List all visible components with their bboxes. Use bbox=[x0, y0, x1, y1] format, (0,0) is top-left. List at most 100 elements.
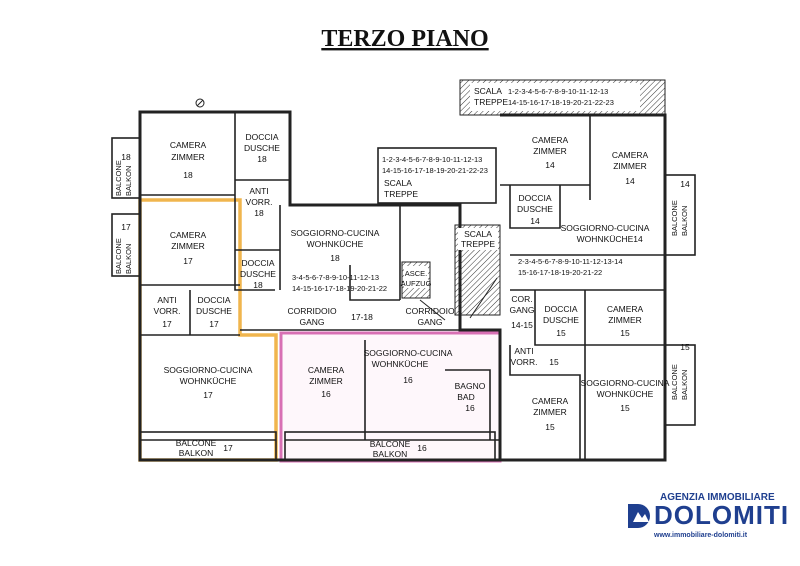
agency-name: AGENZIA IMMOBILIARE bbox=[660, 492, 775, 503]
balcony-15 bbox=[664, 344, 696, 426]
balcony-17-bottom bbox=[139, 431, 277, 461]
svg-text:18: 18 bbox=[183, 170, 193, 180]
mid-stair bbox=[377, 147, 497, 204]
svg-text:18: 18 bbox=[330, 253, 340, 263]
svg-text:CAMERA: CAMERA bbox=[612, 150, 649, 160]
svg-text:CAMERA: CAMERA bbox=[308, 365, 345, 375]
svg-text:14-15-16-17-18-19-20-21-22: 14-15-16-17-18-19-20-21-22 bbox=[292, 284, 387, 293]
svg-text:1-2-3-4-5-6-7-8-9-10-11-12-13: 1-2-3-4-5-6-7-8-9-10-11-12-13 bbox=[382, 155, 482, 164]
room-camera-18: CAMERA ZIMMER 18 bbox=[170, 140, 207, 180]
room-balcone-14: 14 BALCONE BALKON bbox=[670, 179, 690, 236]
room-antivorr-15: ANTI VORR. 15 bbox=[511, 346, 559, 367]
svg-text:TREPPE: TREPPE bbox=[384, 189, 418, 199]
svg-text:18: 18 bbox=[254, 208, 264, 218]
svg-text:14-15-16-17-18-19-20-21-22-23: 14-15-16-17-18-19-20-21-22-23 bbox=[508, 98, 614, 107]
svg-text:GANG: GANG bbox=[509, 305, 534, 315]
svg-text:DUSCHE: DUSCHE bbox=[240, 269, 276, 279]
svg-text:GANG: GANG bbox=[299, 317, 324, 327]
agency-logo: AGENZIA IMMOBILIARE DOLOMITI www.immobil… bbox=[624, 490, 788, 550]
svg-text:2-3-4-5-6-7-8-9-10-11-12-13-14: 2-3-4-5-6-7-8-9-10-11-12-13-14 bbox=[518, 257, 623, 266]
compass-marker bbox=[195, 98, 205, 108]
room-camera-14a: CAMERA ZIMMER 14 bbox=[532, 135, 569, 170]
svg-text:DUSCHE: DUSCHE bbox=[543, 315, 579, 325]
svg-text:17: 17 bbox=[121, 222, 131, 232]
svg-text:BALKON: BALKON bbox=[680, 206, 689, 236]
svg-text:VORR.: VORR. bbox=[511, 357, 538, 367]
svg-text:DUSCHE: DUSCHE bbox=[517, 204, 553, 214]
svg-text:WOHNKÜCHE: WOHNKÜCHE bbox=[597, 389, 654, 399]
svg-text:BALKON: BALKON bbox=[124, 166, 133, 196]
svg-text:14: 14 bbox=[680, 179, 690, 189]
corridor-14-15: COR. GANG 14-15 bbox=[509, 294, 534, 330]
svg-text:17: 17 bbox=[209, 319, 219, 329]
svg-text:14: 14 bbox=[545, 160, 555, 170]
stair-right-label: SCALA TREPPE bbox=[458, 228, 498, 250]
svg-text:BALCONE: BALCONE bbox=[114, 160, 123, 196]
svg-text:BAGNO: BAGNO bbox=[455, 381, 486, 391]
room-camera-14b: CAMERA ZIMMER 14 bbox=[612, 150, 649, 186]
svg-text:15: 15 bbox=[549, 357, 559, 367]
svg-text:DOCCIA: DOCCIA bbox=[197, 295, 230, 305]
room-camera-15b: CAMERA ZIMMER 15 bbox=[532, 396, 569, 432]
svg-text:14-15-16-17-18-19-20-21-22-23: 14-15-16-17-18-19-20-21-22-23 bbox=[382, 166, 488, 175]
svg-text:15-16-17-18-19-20-21-22: 15-16-17-18-19-20-21-22 bbox=[518, 268, 602, 277]
room-doccia-18: DOCCIA DUSCHE 18 bbox=[244, 132, 280, 164]
svg-text:ZIMMER: ZIMMER bbox=[171, 241, 205, 251]
svg-text:SCALA: SCALA bbox=[464, 229, 492, 239]
stair-arrow bbox=[469, 277, 498, 319]
svg-text:15: 15 bbox=[680, 342, 690, 352]
room-soggiorno-18: SOGGIORNO-CUCINA WOHNKÜCHE 18 bbox=[291, 228, 380, 263]
svg-text:DUSCHE: DUSCHE bbox=[244, 143, 280, 153]
svg-text:DOCCIA: DOCCIA bbox=[544, 304, 577, 314]
svg-text:16: 16 bbox=[465, 403, 475, 413]
elevator-label: ASCE. AUFZUG bbox=[401, 266, 432, 288]
corridor-arrow bbox=[419, 299, 446, 321]
room-balcone-15: 15 BALCONE BALKON bbox=[670, 342, 690, 400]
svg-text:1-2-3-4-5-6-7-8-9-10-11-12-13: 1-2-3-4-5-6-7-8-9-10-11-12-13 bbox=[508, 87, 608, 96]
svg-text:CAMERA: CAMERA bbox=[170, 230, 207, 240]
svg-text:SOGGIORNO-CUCINA: SOGGIORNO-CUCINA bbox=[164, 365, 253, 375]
svg-text:BALCONE: BALCONE bbox=[370, 439, 411, 449]
svg-text:BALCONE: BALCONE bbox=[670, 200, 679, 236]
east-block-internal bbox=[500, 115, 665, 460]
svg-text:GANG: GANG bbox=[417, 317, 442, 327]
svg-text:DOCCIA: DOCCIA bbox=[245, 132, 278, 142]
svg-text:16: 16 bbox=[403, 375, 413, 385]
svg-text:CAMERA: CAMERA bbox=[170, 140, 207, 150]
balcony-18 bbox=[111, 137, 141, 199]
svg-text:ANTI: ANTI bbox=[249, 186, 268, 196]
svg-text:BALCONE: BALCONE bbox=[176, 438, 217, 448]
stairs-14-numbers: 2-3-4-5-6-7-8-9-10-11-12-13-14 15-16-17-… bbox=[518, 257, 623, 277]
room-doccia-14: DOCCIA DUSCHE 14 bbox=[517, 193, 553, 226]
svg-text:15: 15 bbox=[620, 328, 630, 338]
stairs-18-numbers: 3-4-5-6-7-8-9-10-11-12-13 14-15-16-17-18… bbox=[292, 273, 387, 293]
room-balcone-16: BALCONE BALKON 16 bbox=[370, 439, 427, 459]
room-antivorr-17: ANTI VORR. 17 bbox=[154, 295, 181, 329]
svg-text:ZIMMER: ZIMMER bbox=[171, 152, 205, 162]
svg-text:COR.: COR. bbox=[511, 294, 532, 304]
room-bagno-16: BAGNO BAD 16 bbox=[455, 381, 486, 413]
svg-text:14: 14 bbox=[530, 216, 540, 226]
agency-url: www.immobiliare-dolomiti.it bbox=[654, 532, 748, 539]
svg-text:BALKON: BALKON bbox=[124, 244, 133, 274]
svg-text:DUSCHE: DUSCHE bbox=[196, 306, 232, 316]
svg-text:17: 17 bbox=[223, 443, 233, 453]
svg-text:17: 17 bbox=[162, 319, 172, 329]
east-block-walls bbox=[500, 113, 667, 462]
svg-text:18: 18 bbox=[257, 154, 267, 164]
room-balcone-18: 18 BALCONE BALKON bbox=[114, 152, 133, 196]
svg-text:VORR.: VORR. bbox=[154, 306, 181, 316]
svg-text:VORR.: VORR. bbox=[246, 197, 273, 207]
svg-text:ZIMMER: ZIMMER bbox=[309, 376, 343, 386]
room-doccia-15: DOCCIA DUSCHE 15 bbox=[543, 304, 579, 338]
svg-text:SOGGIORNO-CUCINA: SOGGIORNO-CUCINA bbox=[364, 348, 453, 358]
balcony-17-side bbox=[111, 213, 141, 277]
page-title: TERZO PIANO bbox=[321, 26, 488, 52]
svg-text:ZIMMER: ZIMMER bbox=[533, 407, 567, 417]
svg-text:BALKON: BALKON bbox=[373, 449, 408, 459]
svg-text:BAD: BAD bbox=[457, 392, 474, 402]
room-doccia-17: DOCCIA DUSCHE 17 bbox=[196, 295, 232, 329]
svg-text:CAMERA: CAMERA bbox=[532, 135, 569, 145]
svg-text:CAMERA: CAMERA bbox=[532, 396, 569, 406]
svg-text:SCALA: SCALA bbox=[474, 86, 502, 96]
